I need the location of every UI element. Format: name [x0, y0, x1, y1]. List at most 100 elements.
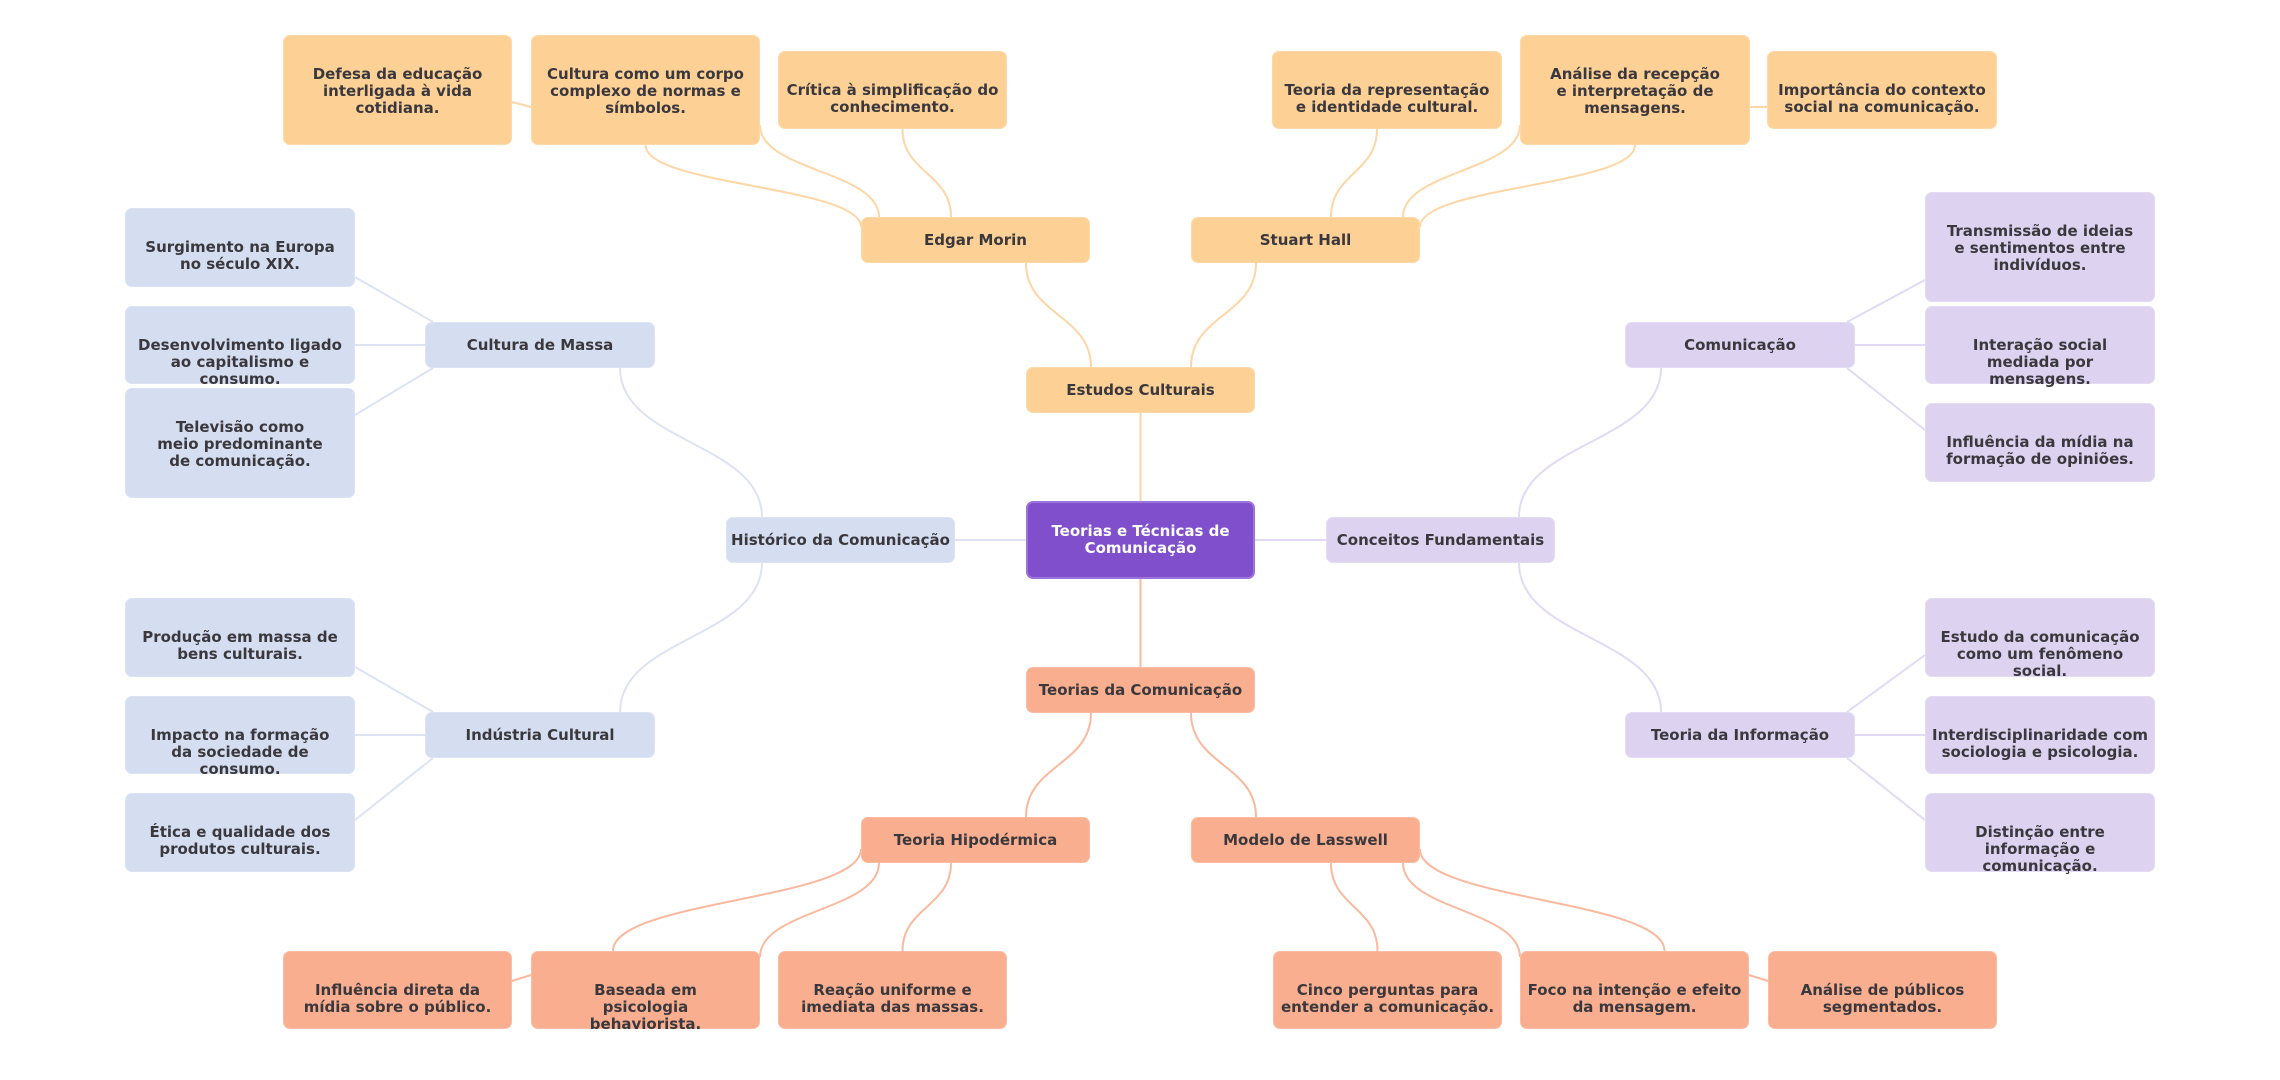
leaf-label: Interação social mediada por mensagens.	[1972, 336, 2108, 388]
leaf-node[interactable]: Foco na intenção e efeito da mensagem.	[1520, 951, 1749, 1029]
branch-historico-da-comunicacao[interactable]: Histórico da Comunicação	[726, 517, 955, 563]
leaf-label: Teoria da representação e identidade cul…	[1284, 81, 1490, 116]
connector-leaf	[511, 974, 532, 982]
connector-estudos-hall	[1190, 262, 1257, 368]
connector-conceitos-informacao	[1518, 562, 1662, 713]
branch-estudos-culturais[interactable]: Estudos Culturais	[1026, 367, 1255, 413]
topic-teoria-hipodermica[interactable]: Teoria Hipodérmica	[861, 817, 1090, 863]
leaf-label: Cinco perguntas para entender a comunica…	[1280, 981, 1495, 1016]
branch-label: Conceitos Fundamentais	[1336, 530, 1545, 549]
leaf-node[interactable]: Transmissão de ideias e sentimentos entr…	[1925, 192, 2155, 302]
branch-label: Histórico da Comunicação	[731, 530, 950, 549]
connector-leaf	[354, 757, 434, 821]
leaf-node[interactable]: Análise de públicos segmentados.	[1768, 951, 1997, 1029]
leaf-node[interactable]: Defesa da educação interligada à vida co…	[283, 35, 512, 145]
leaf-label: Produção em massa de bens culturais.	[142, 628, 338, 663]
connector-historico-massa	[619, 367, 763, 518]
leaf-node[interactable]: Estudo da comunicação como um fenômeno s…	[1925, 598, 2155, 680]
leaf-node[interactable]: Desenvolvimento ligado ao capitalismo e …	[125, 306, 355, 388]
connector-leaf	[354, 276, 434, 323]
connector-leaf	[1846, 757, 1926, 821]
leaf-node[interactable]: Interação social mediada por mensagens.	[1925, 306, 2155, 388]
connector-leaf	[1846, 654, 1926, 713]
connector-leaf	[1846, 367, 1926, 431]
topic-label: Stuart Hall	[1259, 230, 1352, 249]
leaf-label: Reação uniforme e imediata das massas.	[801, 981, 984, 1016]
leaf-node[interactable]: Crítica à simplificação do conhecimento.	[778, 51, 1007, 129]
connector-leaf	[511, 101, 532, 108]
leaf-label: Desenvolvimento ligado ao capitalismo e …	[138, 336, 342, 388]
leaf-label: Interdisciplinaridade com sociologia e p…	[1931, 726, 2149, 761]
topic-comunicacao[interactable]: Comunicação	[1625, 322, 1855, 368]
connector-leaf	[1748, 974, 1769, 982]
connector-leaf	[759, 862, 880, 958]
connector-leaf	[759, 124, 880, 218]
leaf-node[interactable]: Análise da recepção e interpretação de m…	[1520, 35, 1750, 145]
leaf-node[interactable]: Distinção entre informação e comunicação…	[1925, 793, 2155, 875]
topic-label: Cultura de Massa	[466, 335, 614, 354]
connector-leaf	[1419, 144, 1636, 228]
topic-label: Modelo de Lasswell	[1223, 830, 1388, 849]
branch-conceitos-fundamentais[interactable]: Conceitos Fundamentais	[1326, 517, 1555, 563]
topic-modelo-de-lasswell[interactable]: Modelo de Lasswell	[1191, 817, 1420, 863]
connector-leaf	[1402, 862, 1521, 958]
leaf-label: Cultura como um corpo complexo de normas…	[547, 65, 744, 117]
connector-leaf	[354, 666, 434, 713]
connector-leaf	[1402, 124, 1521, 218]
leaf-label: Surgimento na Europa no século XIX.	[145, 238, 335, 273]
leaf-node[interactable]: Teoria da representação e identidade cul…	[1272, 51, 1502, 129]
connector-leaf	[1419, 848, 1666, 952]
leaf-label: Ética e qualidade dos produtos culturais…	[149, 823, 331, 858]
leaf-label: Crítica à simplificação do conhecimento.	[786, 81, 999, 116]
leaf-node[interactable]: Cinco perguntas para entender a comunica…	[1273, 951, 1502, 1029]
leaf-label: Influência da mídia na formação de opini…	[1946, 433, 2134, 468]
leaf-node[interactable]: Reação uniforme e imediata das massas.	[778, 951, 1007, 1029]
topic-label: Teoria Hipodérmica	[893, 830, 1058, 849]
branch-label: Estudos Culturais	[1066, 380, 1215, 399]
leaf-node[interactable]: Baseada em psicologia behaviorista.	[531, 951, 760, 1033]
leaf-node[interactable]: Impacto na formação da sociedade de cons…	[125, 696, 355, 778]
connector-estudos-morin	[1025, 262, 1092, 368]
leaf-label: Impacto na formação da sociedade de cons…	[150, 726, 330, 778]
topic-stuart-hall[interactable]: Stuart Hall	[1191, 217, 1420, 263]
leaf-label: Influência direta da mídia sobre o públi…	[303, 981, 492, 1016]
connector-leaf	[901, 862, 952, 952]
leaf-node[interactable]: Surgimento na Europa no século XIX.	[125, 208, 355, 287]
root-node[interactable]: Teorias e Técnicas de Comunicação	[1026, 501, 1255, 579]
connector-leaf	[612, 848, 862, 952]
leaf-node[interactable]: Produção em massa de bens culturais.	[125, 598, 355, 677]
leaf-label: Transmissão de ideias e sentimentos entr…	[1946, 222, 2134, 274]
topic-label: Comunicação	[1684, 335, 1796, 354]
topic-teoria-da-informacao[interactable]: Teoria da Informação	[1625, 712, 1855, 758]
branch-label: Teorias da Comunicação	[1038, 680, 1243, 699]
connector-leaf	[1846, 279, 1926, 323]
topic-label: Teoria da Informação	[1650, 725, 1830, 744]
leaf-node[interactable]: Televisão como meio predominante de comu…	[125, 388, 355, 498]
leaf-label: Análise da recepção e interpretação de m…	[1550, 65, 1720, 117]
leaf-label: Análise de públicos segmentados.	[1800, 981, 1965, 1016]
topic-label: Indústria Cultural	[465, 725, 615, 744]
connector-leaf	[1330, 128, 1378, 218]
connector-teorias-lasswell	[1190, 712, 1257, 818]
leaf-node[interactable]: Influência direta da mídia sobre o públi…	[283, 951, 512, 1029]
connector-historico-industria	[619, 562, 763, 713]
connector-teorias-hipodermica	[1025, 712, 1092, 818]
leaf-label: Defesa da educação interligada à vida co…	[312, 65, 483, 117]
leaf-node[interactable]: Importância do contexto social na comuni…	[1767, 51, 1997, 129]
leaf-node[interactable]: Interdisciplinaridade com sociologia e p…	[1925, 696, 2155, 774]
topic-industria-cultural[interactable]: Indústria Cultural	[425, 712, 655, 758]
connector-leaf	[644, 144, 862, 228]
topic-label: Edgar Morin	[924, 230, 1027, 249]
leaf-node[interactable]: Influência da mídia na formação de opini…	[1925, 403, 2155, 482]
connector-leaf	[901, 128, 952, 218]
leaf-node[interactable]: Ética e qualidade dos produtos culturais…	[125, 793, 355, 872]
leaf-node[interactable]: Cultura como um corpo complexo de normas…	[531, 35, 760, 145]
connector-leaf	[354, 367, 434, 416]
connector-conceitos-comunicacao	[1518, 367, 1662, 518]
root-node-label: Teorias e Técnicas de Comunicação	[1051, 522, 1230, 557]
topic-cultura-de-massa[interactable]: Cultura de Massa	[425, 322, 655, 368]
branch-teorias-da-comunicacao[interactable]: Teorias da Comunicação	[1026, 667, 1255, 713]
leaf-label: Televisão como meio predominante de comu…	[157, 418, 323, 470]
topic-edgar-morin[interactable]: Edgar Morin	[861, 217, 1090, 263]
leaf-label: Distinção entre informação e comunicação…	[1975, 823, 2105, 875]
